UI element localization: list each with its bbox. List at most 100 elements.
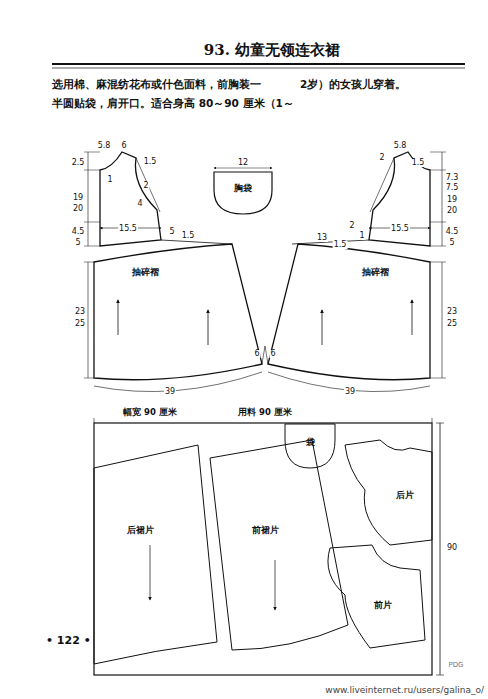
piece-label: 前裙片	[252, 526, 279, 535]
dimension-value: 4.5	[71, 228, 86, 236]
dimension-value: 1	[358, 232, 365, 240]
piece-label: 胸袋	[234, 184, 252, 193]
piece-outline	[322, 545, 425, 648]
piece-outline-path	[94, 445, 217, 664]
piece-outline	[262, 244, 430, 385]
fabric-frame	[94, 423, 432, 675]
notch-line	[265, 346, 268, 364]
grain-arrow	[412, 300, 413, 335]
pattern-piece: 袋	[285, 424, 335, 468]
pattern-piece: 抽碎褶	[262, 244, 430, 385]
dimension-tick	[430, 246, 446, 247]
dimension-tick	[436, 675, 444, 676]
piece-label: 后片	[396, 491, 414, 500]
front-bodice-outline	[100, 152, 161, 246]
dimension-value: 1.5	[143, 158, 158, 166]
text-label: 用料 90 厘米	[238, 408, 292, 417]
dimension-value: 15.5	[118, 225, 138, 233]
page-title: 93. 幼童无领连衣裙	[204, 43, 340, 58]
dimension-value: 13	[316, 234, 328, 242]
guide-line	[370, 158, 394, 212]
dimension-value: 5	[168, 228, 175, 236]
guide-line	[136, 158, 160, 212]
dimension-value: 1	[106, 176, 113, 184]
text-label: www.liveinternet.ru/users/galina_o/	[325, 686, 484, 695]
dimension-value: 39	[164, 388, 176, 396]
piece-outline-path	[285, 424, 335, 468]
dimension-value: 25	[446, 320, 458, 328]
dimension-line	[442, 262, 443, 378]
fabric-width-line	[440, 423, 441, 675]
title-rule	[52, 68, 465, 69]
piece-outline	[212, 170, 274, 216]
dimension-value: 39	[344, 388, 356, 396]
dimension-value: 90	[446, 544, 458, 552]
dimension-tick	[430, 170, 446, 171]
text-label: 幅宽 90 厘米	[123, 408, 177, 417]
piece-outline-path	[94, 244, 262, 380]
dimension-tick	[432, 418, 433, 423]
dimension-value: 20	[446, 207, 458, 215]
piece-outline-path	[214, 172, 272, 214]
piece-outline	[210, 440, 348, 652]
dimension-value: 7.5	[445, 184, 460, 192]
dimension-value: 6	[269, 350, 276, 358]
dimension-value: 23	[446, 308, 458, 316]
dimension-line	[442, 152, 443, 246]
dimension-line	[88, 262, 89, 378]
dimension-tick	[84, 170, 100, 171]
dimension-tick	[430, 222, 446, 223]
dimension-value: 2	[142, 182, 149, 190]
dimension-value: 2.5	[71, 159, 86, 167]
waist-line	[161, 240, 232, 244]
dimension-value: 2	[378, 154, 385, 162]
text-label: • 122 •	[46, 635, 91, 646]
pattern-piece: 后裙片	[94, 443, 218, 665]
dimension-value: 5	[448, 239, 455, 247]
dimension-value: 5	[74, 239, 81, 247]
dimension-value: 12	[237, 159, 249, 167]
dimension-value: 5.8	[97, 142, 112, 150]
dimension-value: 1.5	[181, 232, 196, 240]
dimension-tick	[84, 222, 100, 223]
grain-arrow	[118, 300, 119, 335]
back-bodice-outline	[369, 152, 430, 246]
piece-outline-path	[268, 244, 430, 380]
grain-arrow	[208, 310, 209, 345]
notch-line	[262, 346, 265, 364]
piece-label: 抽碎褶	[132, 268, 159, 277]
grain-arrow	[150, 545, 151, 600]
piece-outline-path	[210, 440, 348, 650]
pattern-piece: 抽碎褶	[94, 244, 262, 385]
piece-outline	[94, 443, 218, 665]
dimension-value: 4	[136, 200, 143, 208]
dimension-value: 2	[348, 222, 355, 230]
dimension-value: 23	[74, 308, 86, 316]
dimension-value: 20	[72, 205, 84, 213]
dimension-value: 15.5	[390, 225, 410, 233]
pattern-piece: 胸袋	[212, 170, 274, 216]
text-label: PDG	[448, 662, 463, 669]
dimension-line	[88, 152, 89, 246]
grain-arrow	[322, 310, 323, 345]
dimension-value: 1.5	[333, 241, 348, 249]
piece-label: 前片	[374, 601, 392, 610]
dimension-tick	[94, 418, 95, 423]
piece-outline-path	[328, 545, 425, 648]
dimension-line	[214, 168, 272, 169]
dimension-value: 4.5	[445, 228, 460, 236]
dimension-tick	[430, 152, 446, 153]
dimension-tick	[84, 246, 100, 247]
dimension-value: 19	[72, 194, 84, 202]
dimension-tick	[436, 423, 444, 424]
dimension-value: 6	[120, 142, 127, 150]
dimension-value: 25	[74, 320, 86, 328]
piece-label: 抽碎褶	[362, 268, 389, 277]
dimension-tick	[430, 262, 446, 263]
dimension-value: 5.8	[393, 142, 408, 150]
dimension-tick	[430, 378, 446, 379]
dimension-value: 7.3	[445, 174, 460, 182]
pattern-piece: 后片	[345, 440, 432, 545]
piece-label: 袋	[306, 438, 315, 447]
dimension-value: 1.5	[411, 159, 426, 167]
